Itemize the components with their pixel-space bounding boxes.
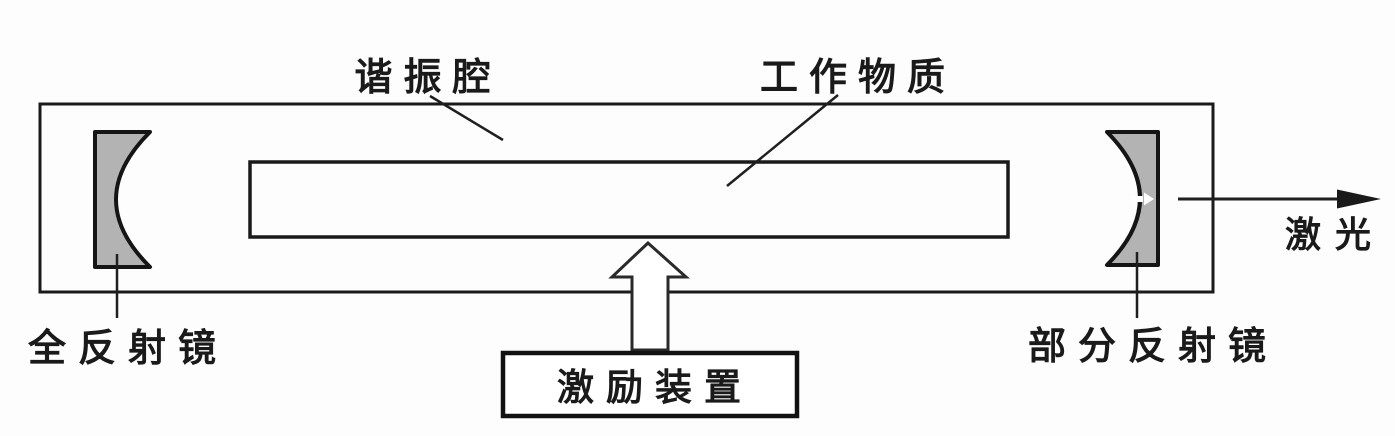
transmission-mark — [1131, 192, 1154, 206]
leader-working-medium — [726, 94, 839, 187]
excitation-device-box — [500, 350, 800, 419]
leader-resonant-cavity — [429, 94, 504, 142]
pump-arrow — [608, 240, 690, 352]
label-laser-output: 激光 — [1285, 215, 1385, 256]
label-partial-reflector: 部分反射镜 — [1028, 324, 1278, 368]
label-total-reflector: 全反射镜 — [27, 326, 228, 370]
label-excitation-device: 激励装置 — [557, 366, 753, 409]
laser-output-arrow — [1178, 189, 1381, 209]
label-working-medium: 工作物质 — [760, 55, 956, 99]
label-resonant-cavity: 谐振腔 — [354, 55, 501, 99]
total-reflector-mirror — [93, 130, 152, 269]
working-medium-box — [248, 160, 1010, 239]
partial-reflector-mirror — [1105, 130, 1160, 267]
